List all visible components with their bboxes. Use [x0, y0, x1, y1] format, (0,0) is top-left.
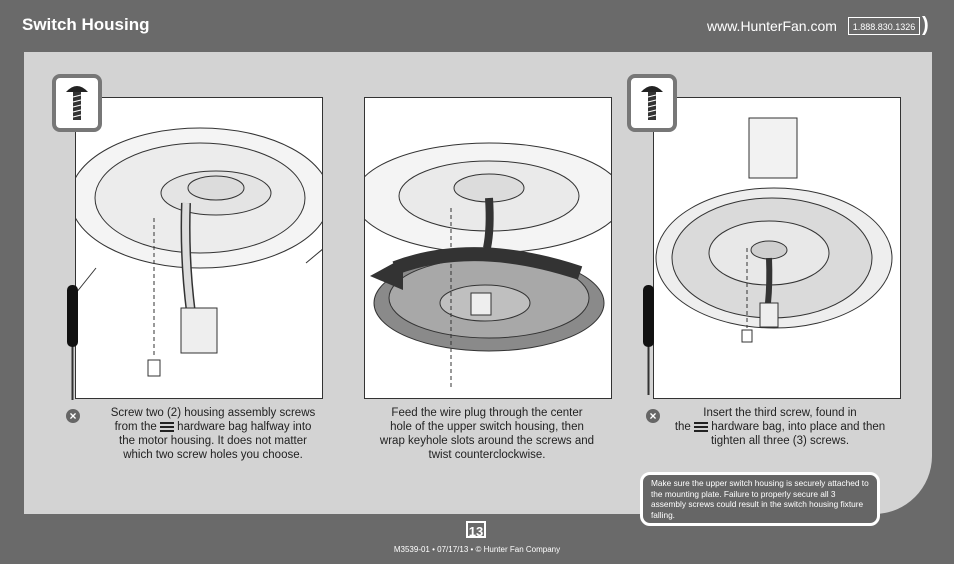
hardware-bag-icon [160, 420, 174, 434]
step3-illustration [653, 97, 901, 399]
step1-caption: Screw two (2) housing assembly screws fr… [88, 406, 338, 462]
phone-handset-icon: ) [922, 15, 929, 35]
caption-line: hole of the upper switch housing, then [362, 420, 612, 434]
page-number: 13 [466, 521, 486, 538]
step3-caption: Insert the third screw, found in the har… [655, 406, 905, 448]
caption-line: hardware bag, into place and then [711, 421, 885, 433]
caption-line: tighten all three (3) screws. [655, 434, 905, 448]
phone-number: 1.888.830.1326 [848, 17, 920, 35]
caption-line: which two screw holes you choose. [88, 448, 338, 462]
screwdriver-icon [640, 285, 658, 400]
caption-line: twist counterclockwise. [362, 448, 612, 462]
hardware-bag-icon [694, 420, 708, 434]
caption-line: Feed the wire plug through the center [362, 406, 612, 420]
step2-illustration [364, 97, 612, 399]
page-title: Switch Housing [22, 15, 150, 35]
caption-line: Screw two (2) housing assembly screws [88, 406, 338, 420]
caption-line: from the [115, 421, 157, 433]
warning-icon: × [66, 409, 80, 423]
caption-line: Insert the third screw, found in [655, 406, 905, 420]
caption-line: the motor housing. It does not matter [88, 434, 338, 448]
step1-illustration [75, 97, 323, 399]
screw-icon [56, 78, 98, 128]
caption-line: wrap keyhole slots around the screws and [362, 434, 612, 448]
screw-badge-step1 [52, 74, 102, 132]
step2-caption: Feed the wire plug through the center ho… [362, 406, 612, 462]
screw-badge-step3 [627, 74, 677, 132]
screw-icon [631, 78, 673, 128]
warning-box: Make sure the upper switch housing is se… [640, 472, 880, 526]
screwdriver-icon [64, 285, 82, 405]
footer-doc-line: M3539-01 • 07/17/13 • © Hunter Fan Compa… [0, 545, 954, 554]
caption-line: the [675, 421, 691, 433]
caption-line: hardware bag halfway into [177, 421, 311, 433]
website-link[interactable]: www.HunterFan.com [707, 18, 837, 34]
